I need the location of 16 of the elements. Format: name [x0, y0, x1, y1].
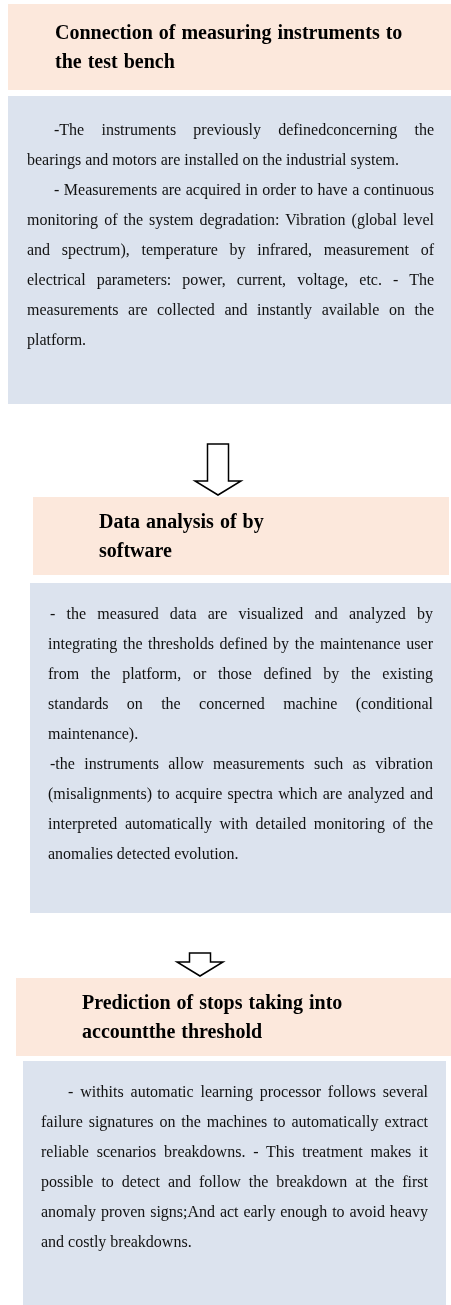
description-box: [23, 1061, 446, 1305]
step-title: Connection of measuring instruments to the test bench: [55, 20, 404, 74]
step-title: Prediction of stops taking into accountthe threshold: [82, 990, 344, 1044]
description-paragraph: - Measurements are acquired in order to have a continuous monitoring of the system degradation: Vibration (global level and spectrum), temperature by infrared, measurement of electrical parameters: power, current, voltage, etc. - The measurements are collected and instantly available on the platform.: [27, 180, 434, 351]
block-arrow: [192, 443, 244, 496]
step-heading-box: [33, 497, 449, 575]
description-paragraph: -the instruments allow measurements such as vibration (misalignments) to acquire spectra which are analyzed and interpreted automatically with detailed monitoring of the anomalies detected evolution.: [48, 754, 433, 864]
step-heading-box: [16, 978, 451, 1056]
description-paragraph: - withits automatic learning processor follows several failure signatures on the machines to automatically extract reliable scenarios breakdowns. - This treatment makes it possible to detect and follow the breakdown at the first anomaly proven signs;And act early enough to avoid heavy and costly breakdowns.: [41, 1082, 428, 1253]
description-box: [30, 583, 451, 913]
step-title: Data analysis of by software: [99, 509, 265, 563]
description-paragraph: - the measured data are visualized and analyzed by integrating the thresholds defined by the maintenance user from the platform, or those defined by the existing standards on the concerned machine (conditional maintenance).: [48, 604, 433, 745]
description-paragraph: -The instruments previously definedconcerning the bearings and motors are installed on the industrial system.: [27, 120, 434, 171]
step-heading-box: [8, 4, 451, 90]
block-arrow: [174, 952, 226, 977]
description-box: [8, 96, 451, 404]
